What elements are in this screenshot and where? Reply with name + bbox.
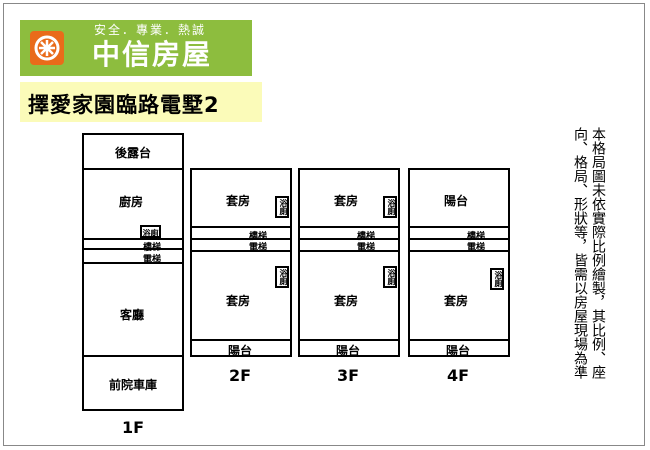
elevator-label: 電梯: [466, 243, 486, 253]
room-label: 浴廁: [387, 199, 396, 215]
room-label: 浴廁: [142, 229, 159, 238]
room-label: 陽台: [335, 344, 361, 358]
room-label: 套房: [333, 294, 359, 308]
brand-name: 中信房屋: [92, 38, 213, 71]
stairs-label: 樓梯: [356, 232, 376, 242]
floor-label-3f: 3F: [336, 366, 360, 385]
wall-line: [298, 250, 400, 252]
floor-plan-1f: [82, 133, 184, 411]
floor-plan-4f: [408, 168, 510, 357]
room-label: 浴廁: [387, 269, 396, 285]
elevator-label: 電梯: [248, 243, 268, 253]
floor-label-2f: 2F: [228, 366, 252, 385]
room-label: 套房: [333, 194, 359, 208]
wall-line: [82, 248, 184, 250]
wall-line: [408, 250, 510, 252]
room-label: 套房: [225, 294, 251, 308]
wall-line: [190, 238, 292, 240]
wall-line: [190, 250, 292, 252]
wall-line: [190, 226, 292, 228]
wall-line: [408, 226, 510, 228]
room-label: 浴廁: [279, 199, 288, 215]
stairs-label: 樓梯: [142, 243, 162, 253]
room-label: 套房: [225, 194, 251, 208]
disclaimer-line-2: 向、格局、形狀等，皆需以房屋現場為準: [572, 127, 588, 379]
brand-logo: 安全．專業．熱誠 中信房屋: [20, 20, 252, 76]
floor-label-4f: 4F: [446, 366, 470, 385]
bath-box: 浴廁: [275, 266, 289, 288]
wall-line: [408, 339, 510, 341]
room-label: 陽台: [443, 194, 469, 208]
wall-line: [298, 339, 400, 341]
wall-line: [190, 339, 292, 341]
room-label: 套房: [443, 294, 469, 308]
room-label: 前院車庫: [108, 378, 158, 392]
wall-line: [82, 238, 184, 240]
room-label: 客廳: [119, 308, 145, 322]
title-box: 擇愛家園臨路電墅2: [20, 82, 262, 122]
room-label: 浴廁: [494, 271, 503, 287]
elevator-label: 電梯: [142, 255, 162, 265]
bath-box: 浴廁: [140, 225, 161, 238]
bath-box: 浴廁: [383, 196, 397, 218]
room-label: 陽台: [227, 344, 253, 358]
room-label: 後露台: [114, 146, 152, 160]
stairs-label: 樓梯: [248, 232, 268, 242]
floor-label-1f: 1F: [121, 418, 145, 437]
wall-line: [82, 355, 184, 357]
room-label: 陽台: [445, 344, 471, 358]
bath-box: 浴廁: [275, 196, 289, 218]
brand-mark-icon: [30, 31, 64, 65]
bath-box: 浴廁: [490, 268, 504, 290]
page-frame: [3, 3, 645, 446]
wall-line: [298, 226, 400, 228]
room-label: 浴廁: [279, 269, 288, 285]
page-title: 擇愛家園臨路電墅2: [28, 93, 220, 117]
disclaimer-line-1: 本格局圖未依實際比例繪製，其比例、座: [590, 127, 606, 379]
stairs-label: 樓梯: [466, 232, 486, 242]
elevator-label: 電梯: [356, 243, 376, 253]
room-label: 廚房: [118, 195, 144, 209]
bath-box: 浴廁: [383, 266, 397, 288]
brand-tagline: 安全．專業．熱誠: [94, 23, 207, 37]
wall-line: [408, 238, 510, 240]
wall-line: [82, 262, 184, 264]
wall-line: [298, 238, 400, 240]
wall-line: [82, 168, 184, 170]
